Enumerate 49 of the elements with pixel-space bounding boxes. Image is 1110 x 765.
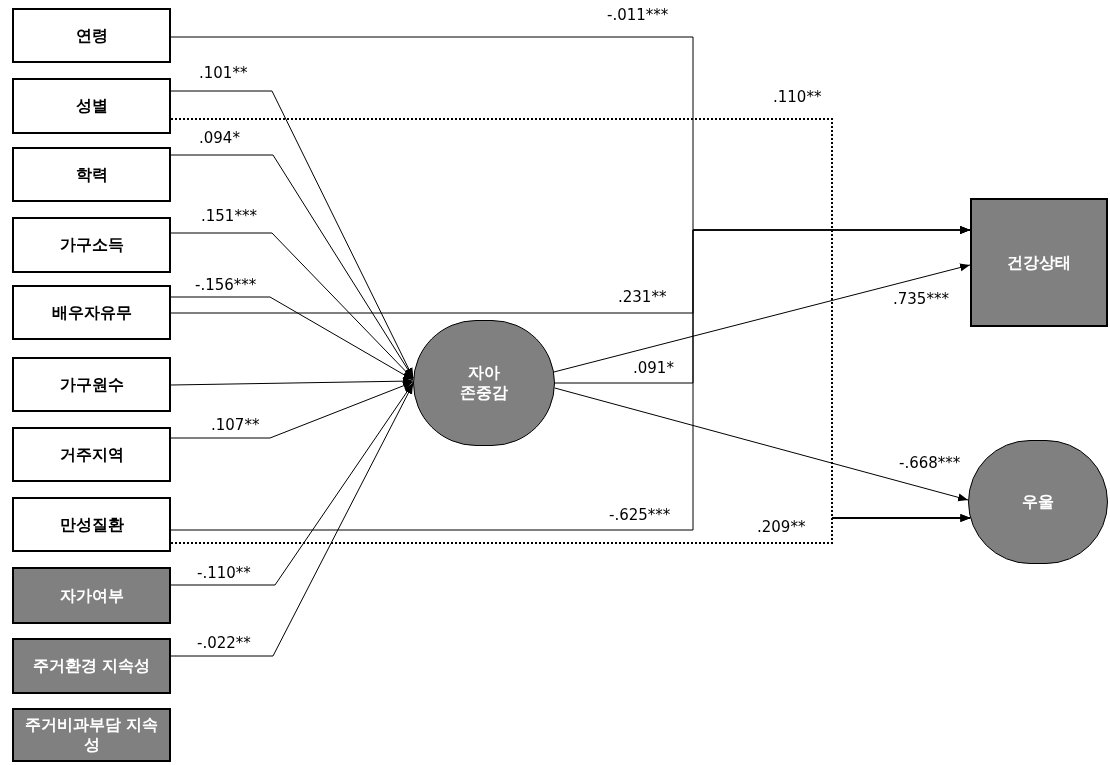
variable-box [12, 8, 171, 63]
arrow [170, 232, 414, 380]
node-label: 주거비과부담 지속성 [23, 715, 160, 755]
edge-label: .151*** [200, 209, 258, 224]
variable-box [12, 217, 171, 273]
node-label: 배우자유무 [50, 302, 133, 323]
edge-label: .107** [210, 418, 261, 433]
edge-label: .735*** [892, 292, 950, 307]
arrow [170, 382, 414, 586]
variable-box [12, 285, 171, 340]
node-label: 우울 [1021, 492, 1055, 512]
edge-label: -.022** [196, 636, 252, 651]
variable-box [12, 497, 171, 552]
variable-box [12, 78, 171, 134]
edge-label: .094* [198, 131, 241, 146]
variable-box [970, 198, 1108, 327]
node-label: 건강상태 [1006, 252, 1072, 273]
arrow [170, 377, 414, 386]
node-label: 자아 존중감 [459, 363, 509, 403]
edge-label: -.668*** [898, 456, 962, 471]
variable-box [12, 357, 171, 412]
variable-box [12, 708, 171, 762]
edge-label: -.011*** [606, 8, 670, 23]
node-label: 가구소득 [58, 235, 125, 255]
edge-label: -.625*** [608, 508, 672, 523]
arrow [553, 263, 971, 373]
edge-label: .110** [772, 90, 823, 105]
arrow [170, 381, 414, 439]
variable-box [12, 147, 171, 202]
node-label: 거주지역 [58, 444, 125, 465]
edge-label: .209** [756, 520, 807, 535]
arrow [170, 296, 414, 381]
arrow [170, 226, 971, 531]
node-label: 자가여부 [58, 585, 125, 606]
node-label: 학력 [74, 164, 109, 185]
node-label: 성별 [74, 96, 109, 116]
edge-label: .231** [617, 290, 668, 305]
node-label: 만성질환 [58, 514, 125, 535]
node-label: 주거환경 지속성 [31, 656, 152, 676]
edge-label: -.110** [196, 566, 252, 581]
edge-label: -.156*** [194, 278, 258, 293]
arrow [554, 387, 969, 502]
variable-box [12, 567, 171, 624]
variable-box [12, 427, 171, 482]
edge-label: .101** [198, 66, 249, 81]
node-label: 가구원수 [58, 374, 125, 395]
edge-label: .091* [632, 361, 675, 376]
node-label: 연령 [74, 25, 109, 46]
variable-box [12, 638, 171, 694]
